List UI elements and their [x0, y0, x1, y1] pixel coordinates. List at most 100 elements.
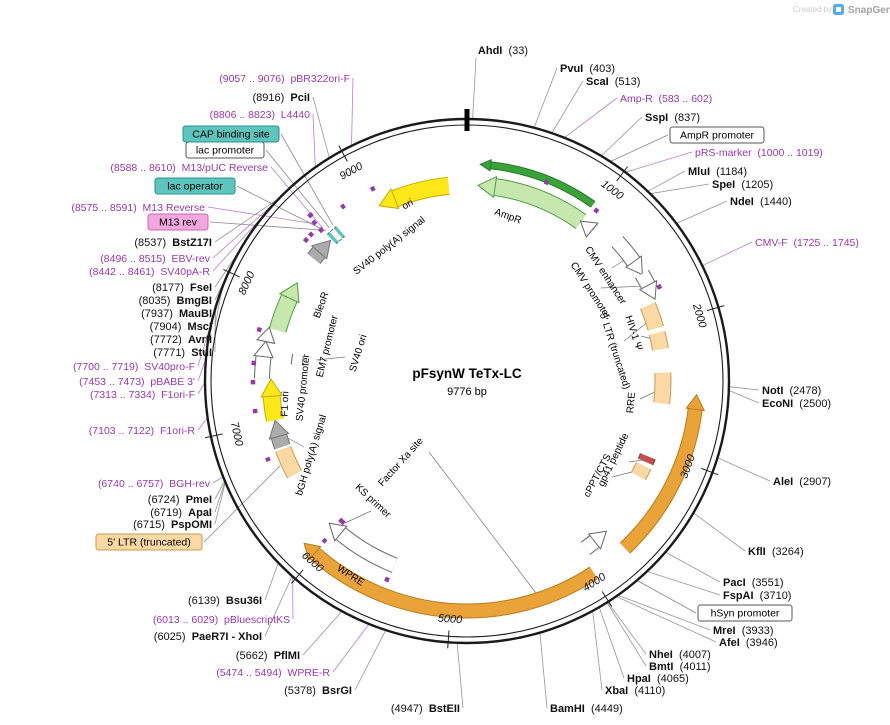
feature-lac-promoter[interactable]	[329, 228, 343, 242]
enzyme-label-afei[interactable]: AfeI (3946)	[719, 637, 778, 649]
primer-label-cmv-f[interactable]: CMV-F (1725 .. 1745)	[755, 237, 859, 249]
feature-tag-5-ltr-truncated[interactable]: 5' LTR (truncated)	[95, 533, 203, 551]
primer-label-sv40pro-f[interactable]: (7700 .. 7719) SV40pro-F	[73, 361, 195, 373]
primer-label-ebv-rev[interactable]: (8496 .. 8515) EBV-rev	[100, 253, 210, 265]
primer-label-prs-marker[interactable]: pRS-marker (1000 .. 1019)	[695, 147, 823, 159]
primer-bgh-rev[interactable]	[265, 456, 271, 463]
feature-sv40-poly-a-signal[interactable]	[307, 239, 332, 265]
feature-wpre[interactable]	[328, 522, 398, 573]
feature-label-hiv-1[interactable]: HIV-1 Ψ	[623, 314, 645, 352]
feature-label-f1-ori[interactable]: F1 ori	[280, 391, 292, 417]
feature-tag-ampr-promoter[interactable]: AmpR promoter	[669, 126, 765, 144]
primer-label-pbr322ori-f[interactable]: (9057 .. 9076) pBR322ori-F	[219, 73, 350, 85]
primer-m13-reverse[interactable]	[311, 219, 318, 226]
enzyme-label-pmei[interactable]: (6724) PmeI	[148, 494, 212, 506]
primer-prs-marker[interactable]	[593, 207, 600, 214]
enzyme-label-noti[interactable]: NotI (2478)	[762, 385, 821, 397]
feature-orf-upstream[interactable]	[619, 393, 706, 554]
feature-tetx-lc-orf[interactable]	[303, 542, 598, 619]
feature-5-ltr-truncated-left[interactable]	[275, 446, 303, 479]
enzyme-label-ndei[interactable]: NdeI (1440)	[730, 196, 792, 208]
primer-label-bgh-rev[interactable]: (6740 .. 6757) BGH-rev	[98, 478, 211, 490]
feature-tag-lac-operator[interactable]: lac operator	[154, 177, 236, 195]
primer-label-f1ori-r[interactable]: (7103 .. 7122) F1ori-R	[89, 425, 196, 437]
feature-label-sv40-poly-a-signal[interactable]: SV40 poly(A) signal	[351, 215, 427, 278]
feature-label-ks-primer[interactable]: KS primer	[353, 482, 394, 521]
feature-label-rre[interactable]: RRE	[625, 391, 638, 413]
enzyme-label-msci[interactable]: (7904) MscI	[150, 321, 212, 333]
enzyme-label-pflmi[interactable]: (5662) PflMI	[236, 650, 300, 662]
feature-cmv-promoter[interactable]	[635, 269, 658, 301]
primer-label-f1ori-f[interactable]: (7313 .. 7334) F1ori-F	[90, 389, 195, 401]
enzyme-label-bamhi[interactable]: BamHI (4449)	[550, 703, 623, 715]
enzyme-label-mlui[interactable]: MluI (1184)	[688, 166, 747, 178]
primer-label-m13-puc-reverse[interactable]: (8588 .. 8610) M13/pUC Reverse	[110, 162, 268, 174]
feature-tag-lac-promoter[interactable]: lac promoter	[185, 141, 265, 159]
enzyme-label-bmti[interactable]: BmtI (4011)	[649, 661, 711, 673]
enzyme-label-apai[interactable]: (6719) ApaI	[150, 507, 212, 519]
feature-f1-ori[interactable]	[260, 378, 284, 422]
primer-ks-primer[interactable]	[338, 517, 346, 526]
enzyme-label-avrii[interactable]: (7772) AvrII	[150, 334, 212, 346]
enzyme-label-sspi[interactable]: SspI (837)	[645, 112, 700, 124]
enzyme-label-bmgbi[interactable]: (8035) BmgBI	[139, 295, 212, 307]
feature-em7-promoter[interactable]	[255, 326, 276, 344]
feature-ori[interactable]	[378, 176, 450, 210]
feature-tag-cap-binding-site[interactable]: CAP binding site	[182, 125, 280, 143]
feature-sv40-promoter[interactable]	[253, 340, 274, 379]
feature-label-factor-xa-site[interactable]: Factor Xa site	[376, 435, 426, 489]
primer-label-amp-r[interactable]: Amp-R (583 .. 602)	[620, 93, 712, 105]
primer-sv40pro-f[interactable]	[256, 326, 262, 333]
primer-label-m13-reverse[interactable]: (8575 .. 8591) M13 Reverse	[71, 202, 205, 214]
feature-gp41-peptide[interactable]	[637, 453, 656, 466]
enzyme-label-bsu36i[interactable]: (6139) Bsu36I	[188, 595, 262, 607]
primer-label-sv40pa-r[interactable]: (8442 .. 8461) SV40pA-R	[89, 266, 210, 278]
enzyme-label-scai[interactable]: ScaI (513)	[586, 76, 640, 88]
enzyme-label-fspai[interactable]: FspAI (3710)	[723, 590, 791, 602]
primer-m13-puc-reverse[interactable]	[307, 211, 314, 219]
primer-label-pbluescriptks[interactable]: (6013 .. 6029) pBluescriptKS	[153, 614, 290, 626]
enzyme-label-paer7i-xhoi[interactable]: (6025) PaeR7I - XhoI	[154, 631, 262, 643]
enzyme-label-pcii[interactable]: (8916) PciI	[253, 92, 311, 104]
feature-ampr-promoter[interactable]	[579, 220, 599, 238]
enzyme-label-paci[interactable]: PacI (3551)	[723, 577, 784, 589]
primer-label-l4440[interactable]: (8806 .. 8823) L4440	[210, 109, 311, 121]
feature-ampr[interactable]	[477, 175, 587, 229]
enzyme-label-stui[interactable]: (7771) StuI	[153, 347, 212, 359]
enzyme-label-fsei[interactable]: (8177) FseI	[152, 282, 212, 294]
enzyme-label-ahdi[interactable]: AhdI (33)	[478, 45, 528, 57]
feature-tag-hsyn-promoter[interactable]: hSyn promoter	[697, 604, 793, 622]
primer-label-pbabe-3[interactable]: (7453 .. 7473) pBABE 3'	[79, 376, 195, 388]
enzyme-label-maubi[interactable]: (7937) MauBI	[141, 308, 212, 320]
feature-hiv-1-psi[interactable]	[648, 331, 669, 351]
primer-ebv-rev[interactable]	[307, 231, 315, 238]
enzyme-label-hpai[interactable]: HpaI (4065)	[627, 673, 689, 685]
enzyme-label-xbai[interactable]: XbaI (4110)	[605, 685, 665, 697]
feature-bleor[interactable]	[269, 282, 300, 333]
primer-pbr322ori-f[interactable]	[369, 185, 376, 192]
feature-label-bgh-poly-a-signal[interactable]: bGH poly(A) signal	[294, 414, 329, 497]
primer-wpre-r[interactable]	[384, 576, 390, 583]
primer-sv40pa-r[interactable]	[302, 236, 310, 244]
feature-ampr-arrow[interactable]	[479, 159, 596, 208]
enzyme-label-mrei[interactable]: MreI (3933)	[713, 625, 774, 637]
feature-cap-binding-site[interactable]	[333, 225, 346, 239]
enzyme-label-pspomi[interactable]: (6715) PspOMI	[133, 519, 212, 531]
feature-5-ltr-truncated-right[interactable]	[640, 302, 664, 331]
feature-sv40-ori[interactable]	[290, 354, 304, 366]
feature-hsyn-promoter[interactable]	[580, 530, 608, 555]
feature-bgh-poly-a-signal[interactable]	[268, 419, 291, 450]
enzyme-label-nhei[interactable]: NheI (4007)	[649, 649, 711, 661]
feature-rre[interactable]	[653, 372, 672, 405]
primer-f1ori-r[interactable]	[252, 408, 258, 414]
primer-label-wpre-r[interactable]: (5474 .. 5494) WPRE-R	[216, 667, 330, 679]
enzyme-label-pvui[interactable]: PvuI (403)	[560, 63, 615, 75]
enzyme-label-bstz17i[interactable]: (8537) BstZ17I	[134, 237, 212, 249]
enzyme-label-spei[interactable]: SpeI (1205)	[712, 179, 773, 191]
feature-cmv-enhancer[interactable]	[611, 236, 643, 276]
primer-l4440[interactable]	[340, 203, 346, 210]
feature-label-ori[interactable]: ori	[400, 197, 415, 212]
primer-cmv-f[interactable]	[656, 283, 663, 290]
primer-pbluescriptks[interactable]	[321, 537, 328, 544]
primer-amp-r[interactable]	[543, 179, 550, 186]
